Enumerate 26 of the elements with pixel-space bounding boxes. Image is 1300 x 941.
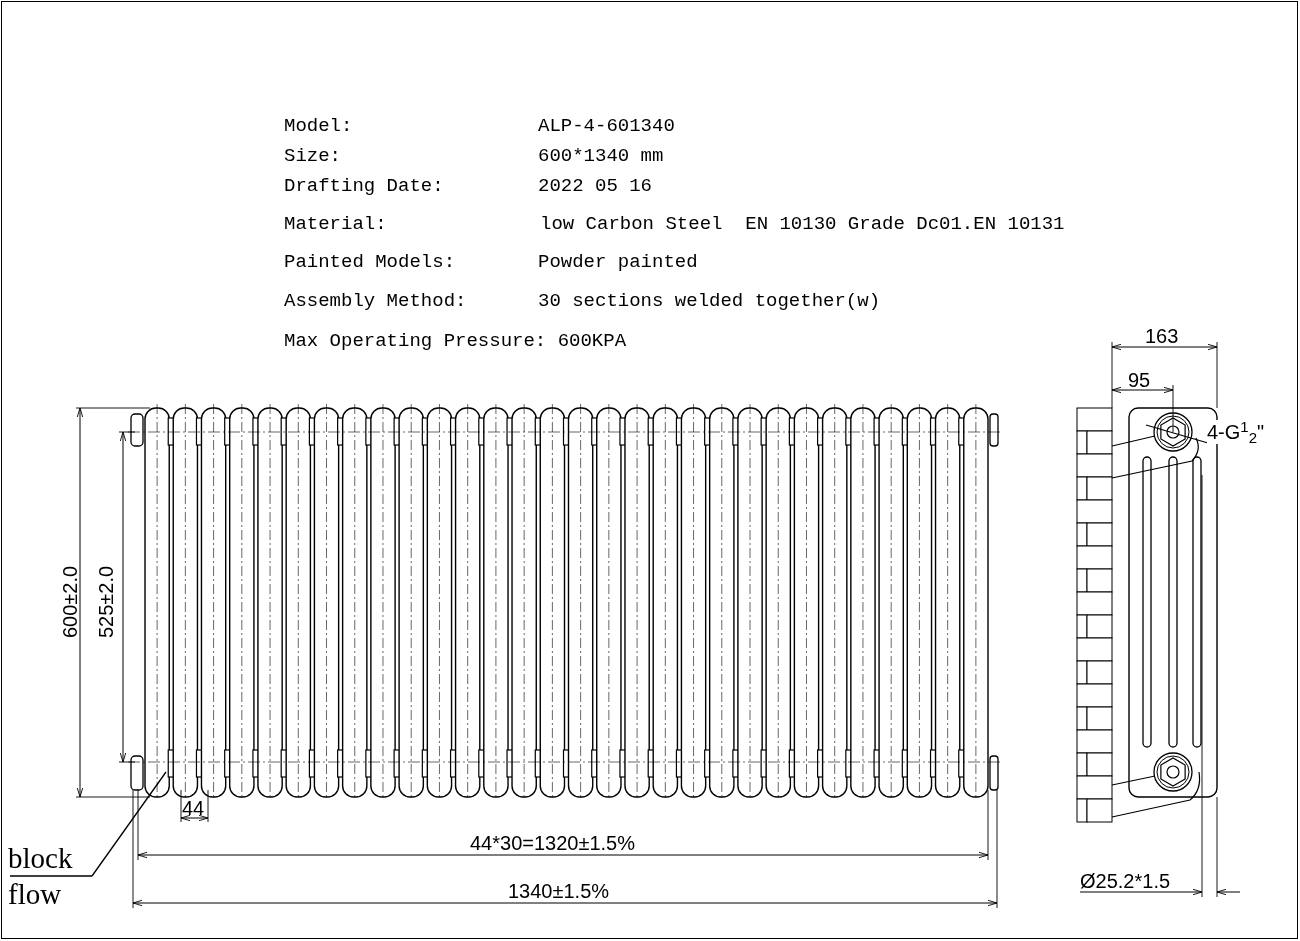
dimension-text: 95: [1128, 369, 1151, 391]
leader-line: [9, 771, 167, 877]
spec-text: 2022 05 16: [538, 174, 653, 198]
spec-text: 600*1340 mm: [538, 144, 664, 168]
leader-line: [1145, 424, 1209, 444]
callout-text: block: [8, 841, 74, 876]
dimension-text: 600±2.0: [59, 564, 81, 641]
dimension-text: 163: [1145, 325, 1179, 347]
dimension-text: 1340±1.5%: [508, 880, 610, 902]
spec-text: Size:: [284, 144, 341, 168]
spec-text: Material:: [284, 212, 387, 236]
spec-text: Drafting Date:: [284, 174, 444, 198]
spec-text: ALP-4-601340: [538, 114, 675, 138]
dimension-text: 44*30=1320±1.5%: [470, 832, 635, 854]
spec-text: low Carbon Steel EN 10130 Grade Dc01.EN 10131: [540, 212, 1065, 236]
spec-text: 30 sections welded together(w): [538, 289, 881, 313]
spec-text: Painted Models:: [284, 250, 456, 274]
spec-text: Powder painted: [538, 250, 698, 274]
thread-label: 4-G$^{1}$$_{2}$": [1207, 420, 1267, 444]
callout-text: flow: [8, 877, 63, 912]
dimension-text: Ø25.2*1.5: [1080, 870, 1171, 892]
spec-text: Assembly Method:: [284, 289, 467, 313]
dimension-text: 44: [182, 797, 205, 819]
dimension-text: 525±2.0: [95, 564, 117, 641]
spec-text: Max Operating Pressure: 600KPA: [284, 329, 627, 353]
spec-text: Model:: [284, 114, 353, 138]
